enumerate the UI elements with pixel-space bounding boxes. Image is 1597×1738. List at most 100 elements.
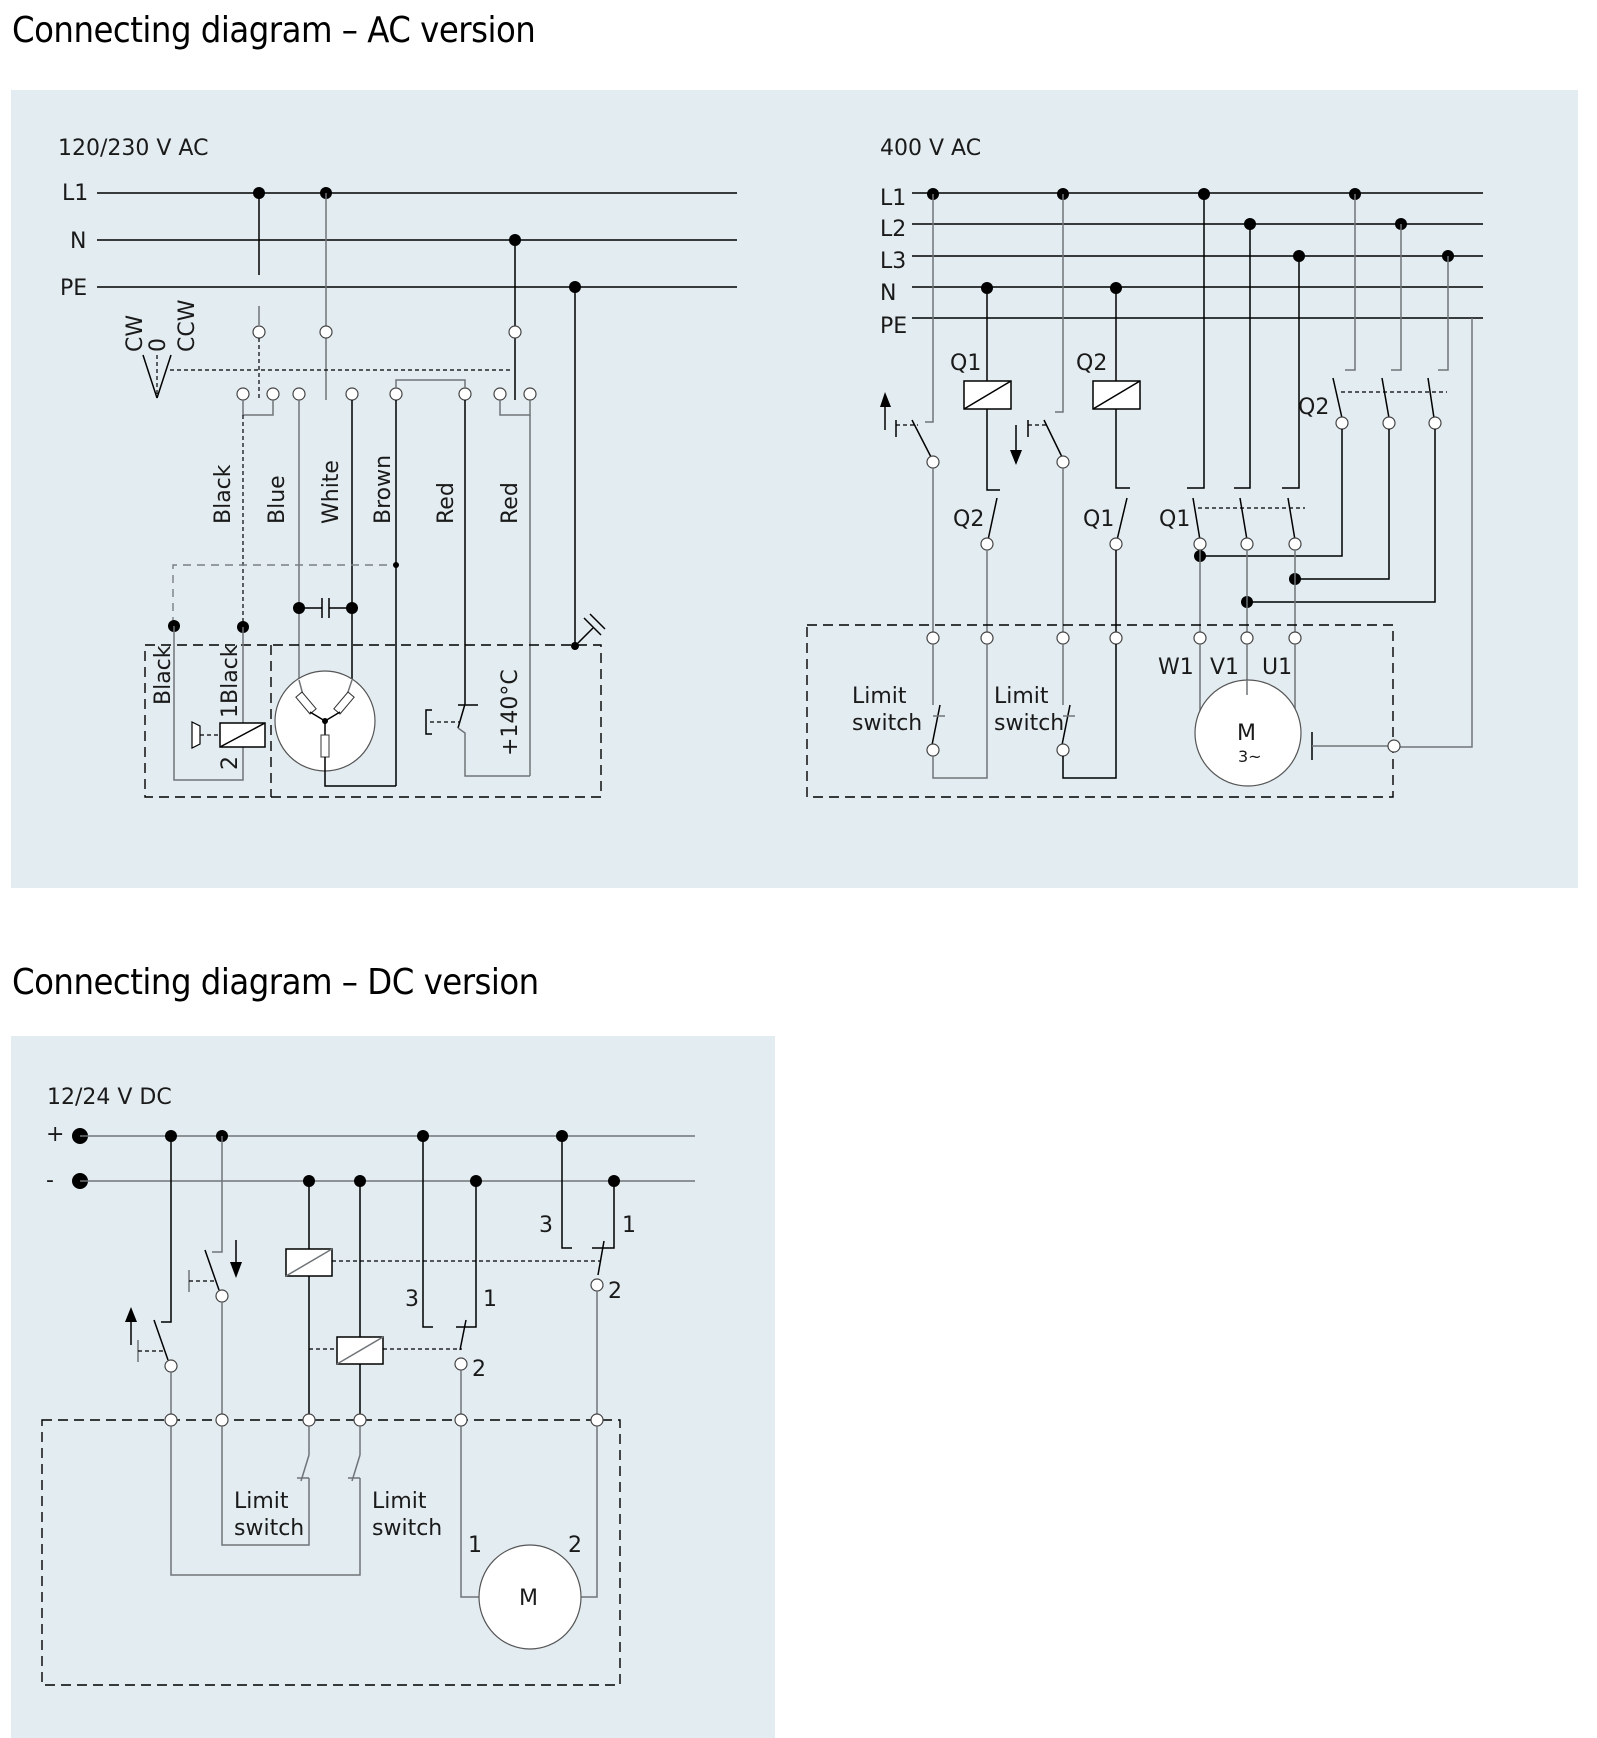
rail-label-pe: PE [60,276,87,301]
wire [925,194,934,423]
terminal [319,325,333,339]
terminal [980,537,994,551]
contact-number-2: 2 [472,1357,486,1382]
motor-terminal-2: 2 [568,1533,582,1558]
wire [986,409,1000,491]
ground-symbol-icon [571,613,606,650]
relay-coil-1-icon [285,1248,333,1277]
interlock-label-q1: Q1 [1083,507,1114,532]
wire [561,1136,572,1249]
thermal-label: +140°C [498,669,523,756]
limit-switch-1-icon [221,1426,310,1546]
switch-label-0: 0 [146,338,171,352]
pushbutton-up-icon [880,392,932,458]
wire [172,564,396,625]
terminal [1056,455,1070,469]
rail-label-plus: + [46,1122,64,1147]
limit-switch-2-icon [1056,644,1117,779]
inner-label-2: 2 [218,756,243,770]
coil-label-q2: Q2 [1076,351,1107,376]
wire [1282,256,1300,489]
rail-label-l2: L2 [880,217,906,242]
motor-label: M [1237,721,1256,746]
wire [395,379,466,388]
motor-label: M [519,1586,538,1611]
terminal [1109,537,1123,551]
wire-label-black: Black [211,464,236,524]
wire-label-brown: Brown [371,455,396,524]
device-enclosure [806,624,1394,798]
rail-label-l1: L1 [62,181,88,206]
rail-label-l1: L1 [880,186,906,211]
contact-number-1b: 1 [622,1213,636,1238]
wire [1438,256,1449,371]
wire [578,1426,598,1598]
ac-single-phase-diagram: 120/230 V AC L1 N PE CW 0 CCW [58,136,737,798]
wire [1400,318,1473,748]
rail-label-minus: - [46,1168,54,1193]
wire [499,400,531,416]
switch-label-ccw: CCW [175,299,200,352]
ac-panel [11,90,1578,888]
wire [242,400,274,416]
wire [592,1181,615,1249]
thermal-switch-icon [425,703,530,777]
motor-star-winding-icon [274,670,376,772]
pushbutton-up-icon [125,1307,178,1373]
dc-panel [11,1036,775,1738]
contact [1116,497,1128,541]
rotary-selector-icon [142,354,172,399]
wire [1234,224,1251,489]
contact-number-2b: 2 [608,1279,622,1304]
contactor-q1-main-contacts [1192,497,1305,551]
device-enclosure [144,644,602,798]
wire [173,626,244,781]
motor-terminal-v1: V1 [1210,655,1239,680]
ac3-title: 400 V AC [880,136,981,161]
rail-label-n: N [880,281,896,306]
main-contact-label-q2: Q2 [1298,395,1329,420]
contact [459,1319,467,1351]
wire [1115,409,1130,489]
wire [1247,429,1436,603]
contact [597,1240,605,1276]
wire [161,1136,172,1323]
motor-dc-icon [478,1544,582,1650]
switch-label-cw: CW [123,315,148,352]
wire [1295,429,1390,580]
contact [987,497,998,541]
wire [324,757,396,787]
junction-dot [393,562,399,568]
pushbutton-down-icon [1010,419,1063,465]
coil-q2-icon [1092,380,1141,410]
inner-label-black: Black [151,645,176,705]
ac-section-heading: Connecting diagram – AC version [12,10,536,51]
inner-label-1black: 1Black [218,644,243,718]
capacitor-icon [299,598,352,618]
rail-label-n: N [70,229,86,254]
relay-coil-2-icon [336,1336,384,1365]
dc-title: 12/24 V DC [47,1085,172,1110]
device-enclosure [41,1419,621,1686]
wire [422,1136,433,1328]
motor-terminal-w1: W1 [1158,655,1194,680]
limit-switch-2-icon [170,1426,361,1576]
contact-number-3b: 3 [539,1213,553,1238]
terminal-row [236,387,537,401]
enclosure-terminals [926,631,1302,645]
wire [212,1136,223,1253]
wire [1345,194,1356,371]
limit-switch-1-icon [926,644,988,779]
wire [1055,194,1064,413]
wire-label-white: White [319,460,344,524]
contactor-q2-main-contacts [1332,377,1447,430]
motor-3-phase-icon [1194,644,1401,787]
rail-label-pe: PE [880,314,907,339]
terminal [454,1357,468,1371]
coil-label-q1: Q1 [950,351,981,376]
